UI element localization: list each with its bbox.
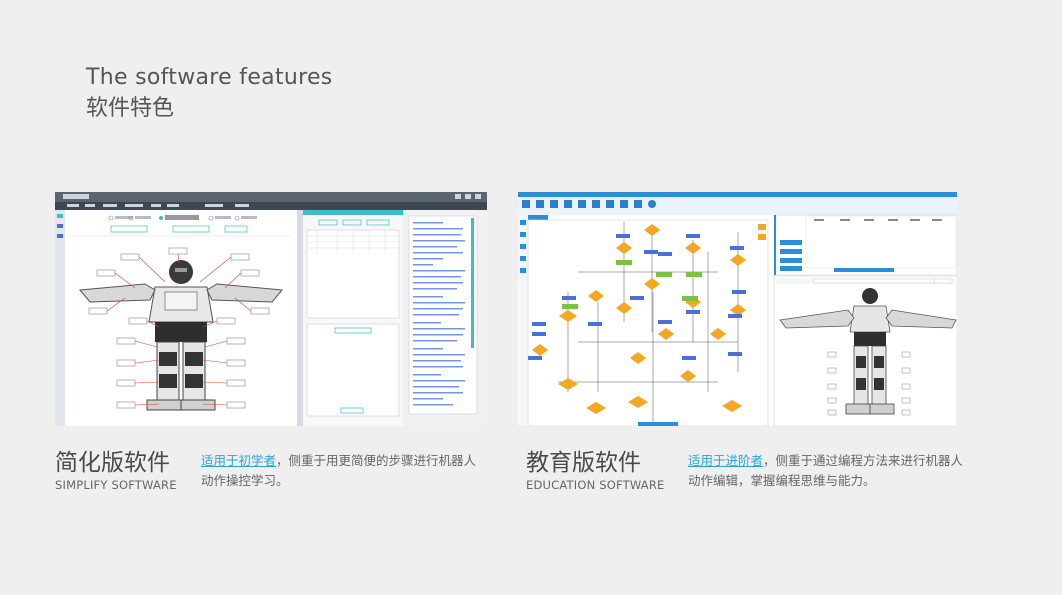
education-software-screenshot <box>518 192 957 426</box>
education-description: 适用于进阶者，侧重于通过编程方法来进行机器人动作编辑，掌握编程思维与能力。 <box>688 451 974 491</box>
simplify-title-en: SIMPLIFY SOFTWARE <box>55 478 177 492</box>
simplify-title-zh: 简化版软件 <box>55 450 170 476</box>
simplify-highlight-link[interactable]: 适用于初学者 <box>201 453 277 468</box>
simplify-description: 适用于初学者，侧重于用更简便的步骤进行机器人动作操控学习。 <box>201 451 487 491</box>
simplify-caption: 简化版软件 SIMPLIFY SOFTWARE <box>55 449 177 492</box>
education-highlight-link[interactable]: 适用于进阶者 <box>688 453 764 468</box>
section-heading: The software features 软件特色 <box>86 64 333 125</box>
simplify-desc-text: ，侧重于用更简便的步骤进行机器人动作操控学习。 <box>201 453 477 488</box>
education-caption: 教育版软件 EDUCATION SOFTWARE <box>526 449 665 492</box>
education-title-zh: 教育版软件 <box>526 450 641 476</box>
education-desc-text: ，侧重于通过编程方法来进行机器人动作编辑，掌握编程思维与能力。 <box>688 453 964 488</box>
simplify-software-screenshot <box>55 192 487 426</box>
heading-title-en: The software features <box>86 65 333 90</box>
education-title-en: EDUCATION SOFTWARE <box>526 478 665 492</box>
heading-title-zh: 软件特色 <box>86 96 175 121</box>
